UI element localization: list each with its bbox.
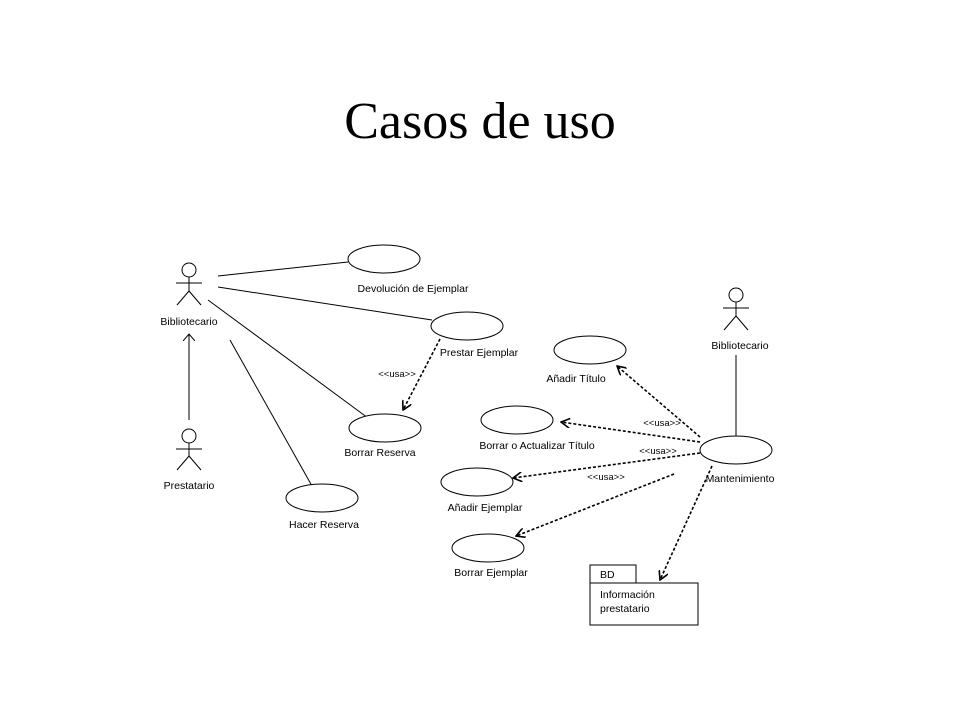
use-case-label-prestar: Prestar Ejemplar <box>440 347 519 359</box>
stereotype-usa-titulo: <<usa>> <box>643 418 681 429</box>
use-case-hacer-reserva: Hacer Reserva <box>285 483 359 531</box>
use-case-label-borrar-actualizar-titulo: Borrar o Actualizar Título <box>479 440 595 452</box>
use-case-anadir-ejemplar: Añadir Ejemplar <box>440 467 523 514</box>
package-bd: BD Información prestatario <box>589 564 699 626</box>
use-case-label-devolucion: Devolución de Ejemplar <box>358 283 469 295</box>
actor-label-bibliotecario-left: Bibliotecario <box>160 316 217 328</box>
use-case-devolucion: Devolución de Ejemplar <box>347 244 469 295</box>
actor-prestatario: Prestatario <box>164 428 215 492</box>
use-case-label-borrar-ejemplar: Borrar Ejemplar <box>454 567 528 579</box>
page-title: Casos de uso <box>344 93 616 150</box>
use-case-label-hacer-reserva: Hacer Reserva <box>289 519 359 531</box>
actor-bibliotecario-right: Bibliotecario <box>711 287 769 352</box>
usa-dependency-anadir-ejemplar <box>513 452 701 478</box>
dependency-bd <box>660 465 713 580</box>
use-case-borrar-reserva: Borrar Reserva <box>344 413 422 459</box>
package-line1: Información <box>600 589 655 601</box>
actor-bibliotecario-left: Bibliotecario <box>160 262 218 328</box>
usa-dependency-borrar-ejemplar <box>516 473 675 536</box>
use-case-label-anadir-titulo: Añadir Título <box>546 373 605 385</box>
use-case-label-mantenimiento: Mantenimiento <box>706 473 775 485</box>
usa-dependency-prestar <box>403 338 441 410</box>
association-prestar <box>217 286 433 321</box>
use-case-mantenimiento: Mantenimiento <box>699 435 775 485</box>
stereotype-usa-prestar: <<usa>> <box>378 369 416 380</box>
actor-label-bibliotecario-right: Bibliotecario <box>711 340 768 352</box>
use-case-borrar-ejemplar: Borrar Ejemplar <box>451 533 528 579</box>
use-case-label-anadir-ejemplar: Añadir Ejemplar <box>448 502 523 514</box>
association-hacer-reserva <box>229 339 313 487</box>
use-case-anadir-titulo: Añadir Título <box>546 335 627 385</box>
package-line2: prestatario <box>600 603 650 615</box>
use-case-prestar: Prestar Ejemplar <box>430 311 519 359</box>
actor-label-prestatario: Prestatario <box>164 480 215 492</box>
association-devolucion <box>217 261 349 277</box>
use-case-label-borrar-reserva: Borrar Reserva <box>344 447 415 459</box>
stereotype-usa-actualizar: <<usa>> <box>639 446 677 457</box>
usa-dependency-actualizar-titulo <box>561 422 701 443</box>
association-borrar-reserva <box>207 299 369 419</box>
package-tab-label: BD <box>600 569 615 581</box>
usa-dependency-anadir-titulo <box>617 366 701 438</box>
stereotype-usa-ejemplar: <<usa>> <box>587 472 625 483</box>
use-case-borrar-actualizar-titulo: Borrar o Actualizar Título <box>479 405 595 452</box>
